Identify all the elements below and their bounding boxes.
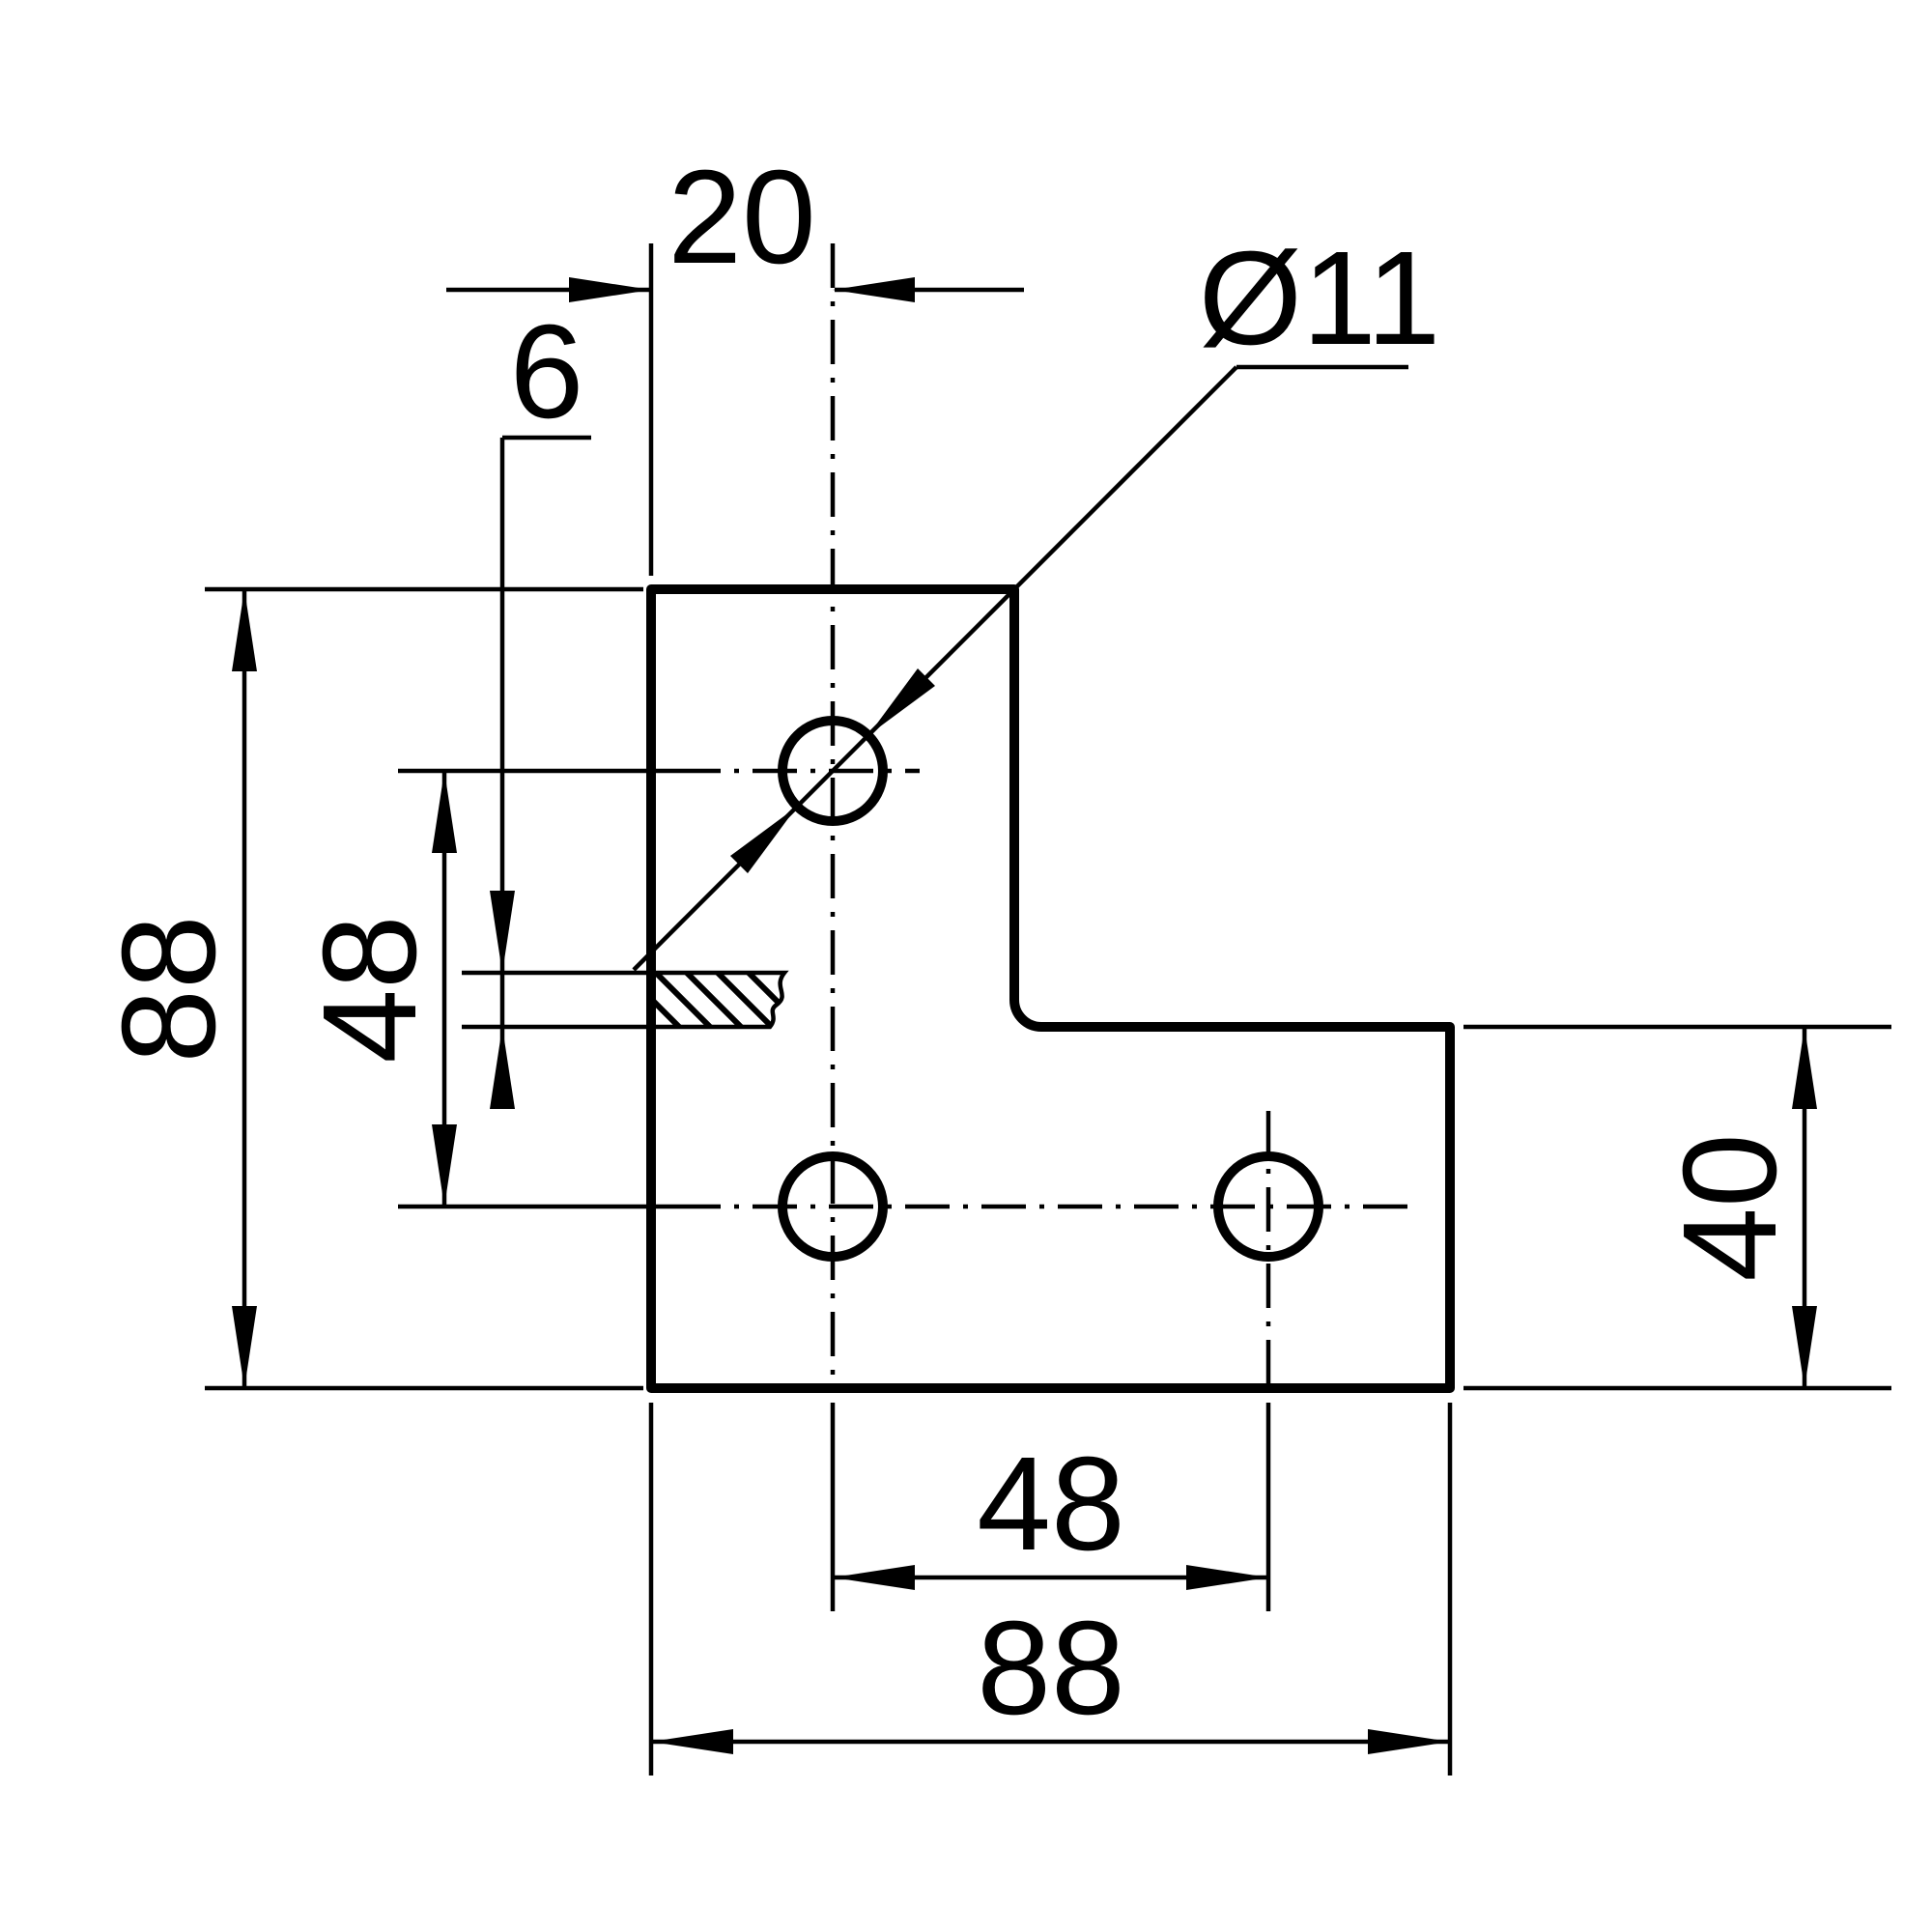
dim-label-section-thickness: 6 xyxy=(510,298,584,446)
arrowhead-up-pointing xyxy=(490,1027,515,1109)
dim-label-overall-height: 88 xyxy=(95,915,243,1064)
hatch-line xyxy=(739,973,784,1027)
leader-hole-diameter: Ø11 xyxy=(632,224,1441,972)
dim-overall-height: 88 xyxy=(95,586,643,1391)
dim-overall-width: 88 xyxy=(648,1403,1453,1776)
arrowhead-toward-hole-lower xyxy=(730,807,797,873)
dim-label-hole-offset-vertical: 48 xyxy=(296,915,444,1064)
leader-diagonal xyxy=(632,365,1238,972)
dim-label-hole-diameter: Ø11 xyxy=(1199,224,1441,373)
plate-section xyxy=(651,970,789,1030)
dim-label-top-width: 20 xyxy=(668,143,816,292)
arrowhead-down-pointing xyxy=(432,1124,457,1207)
dim-leg-width: 40 xyxy=(1463,1024,1891,1391)
dim-top-width: 20 xyxy=(446,143,1024,576)
dim-label-overall-width: 88 xyxy=(977,1594,1125,1743)
dim-hole-offset-horizontal: 48 xyxy=(833,1430,1268,1590)
dim-label-hole-offset-horizontal: 48 xyxy=(977,1430,1125,1578)
arrowhead-right-pointing xyxy=(1368,1729,1450,1754)
dim-label-leg-width: 40 xyxy=(1656,1133,1804,1282)
dim-section-thickness: 6 xyxy=(462,298,647,1109)
arrowhead-right-pointing xyxy=(1186,1565,1268,1590)
holes xyxy=(778,716,1323,1262)
part-outline xyxy=(646,584,1455,1393)
hatch-line xyxy=(708,973,781,1027)
arrowhead-left-pointing xyxy=(833,277,915,302)
arrowhead-up-pointing xyxy=(1792,1027,1817,1109)
arrowhead-right-pointing xyxy=(569,277,651,302)
hatch-line xyxy=(651,973,689,1027)
arrowhead-up-pointing xyxy=(432,771,457,853)
arrowhead-down-pointing xyxy=(232,1306,257,1388)
arrowhead-up-pointing xyxy=(232,589,257,671)
arrowhead-down-pointing xyxy=(490,891,515,973)
hatch-line xyxy=(651,973,720,1027)
arrowhead-down-pointing xyxy=(1792,1306,1817,1388)
dim-hole-offset-vertical: 48 xyxy=(296,771,457,1207)
hatch-line xyxy=(677,973,751,1027)
centerlines xyxy=(398,243,1418,1611)
section-strip-outline xyxy=(651,970,789,1030)
arrowhead-left-pointing xyxy=(651,1729,733,1754)
arrowhead-left-pointing xyxy=(833,1565,915,1590)
arrowhead-toward-hole-upper xyxy=(868,668,935,735)
